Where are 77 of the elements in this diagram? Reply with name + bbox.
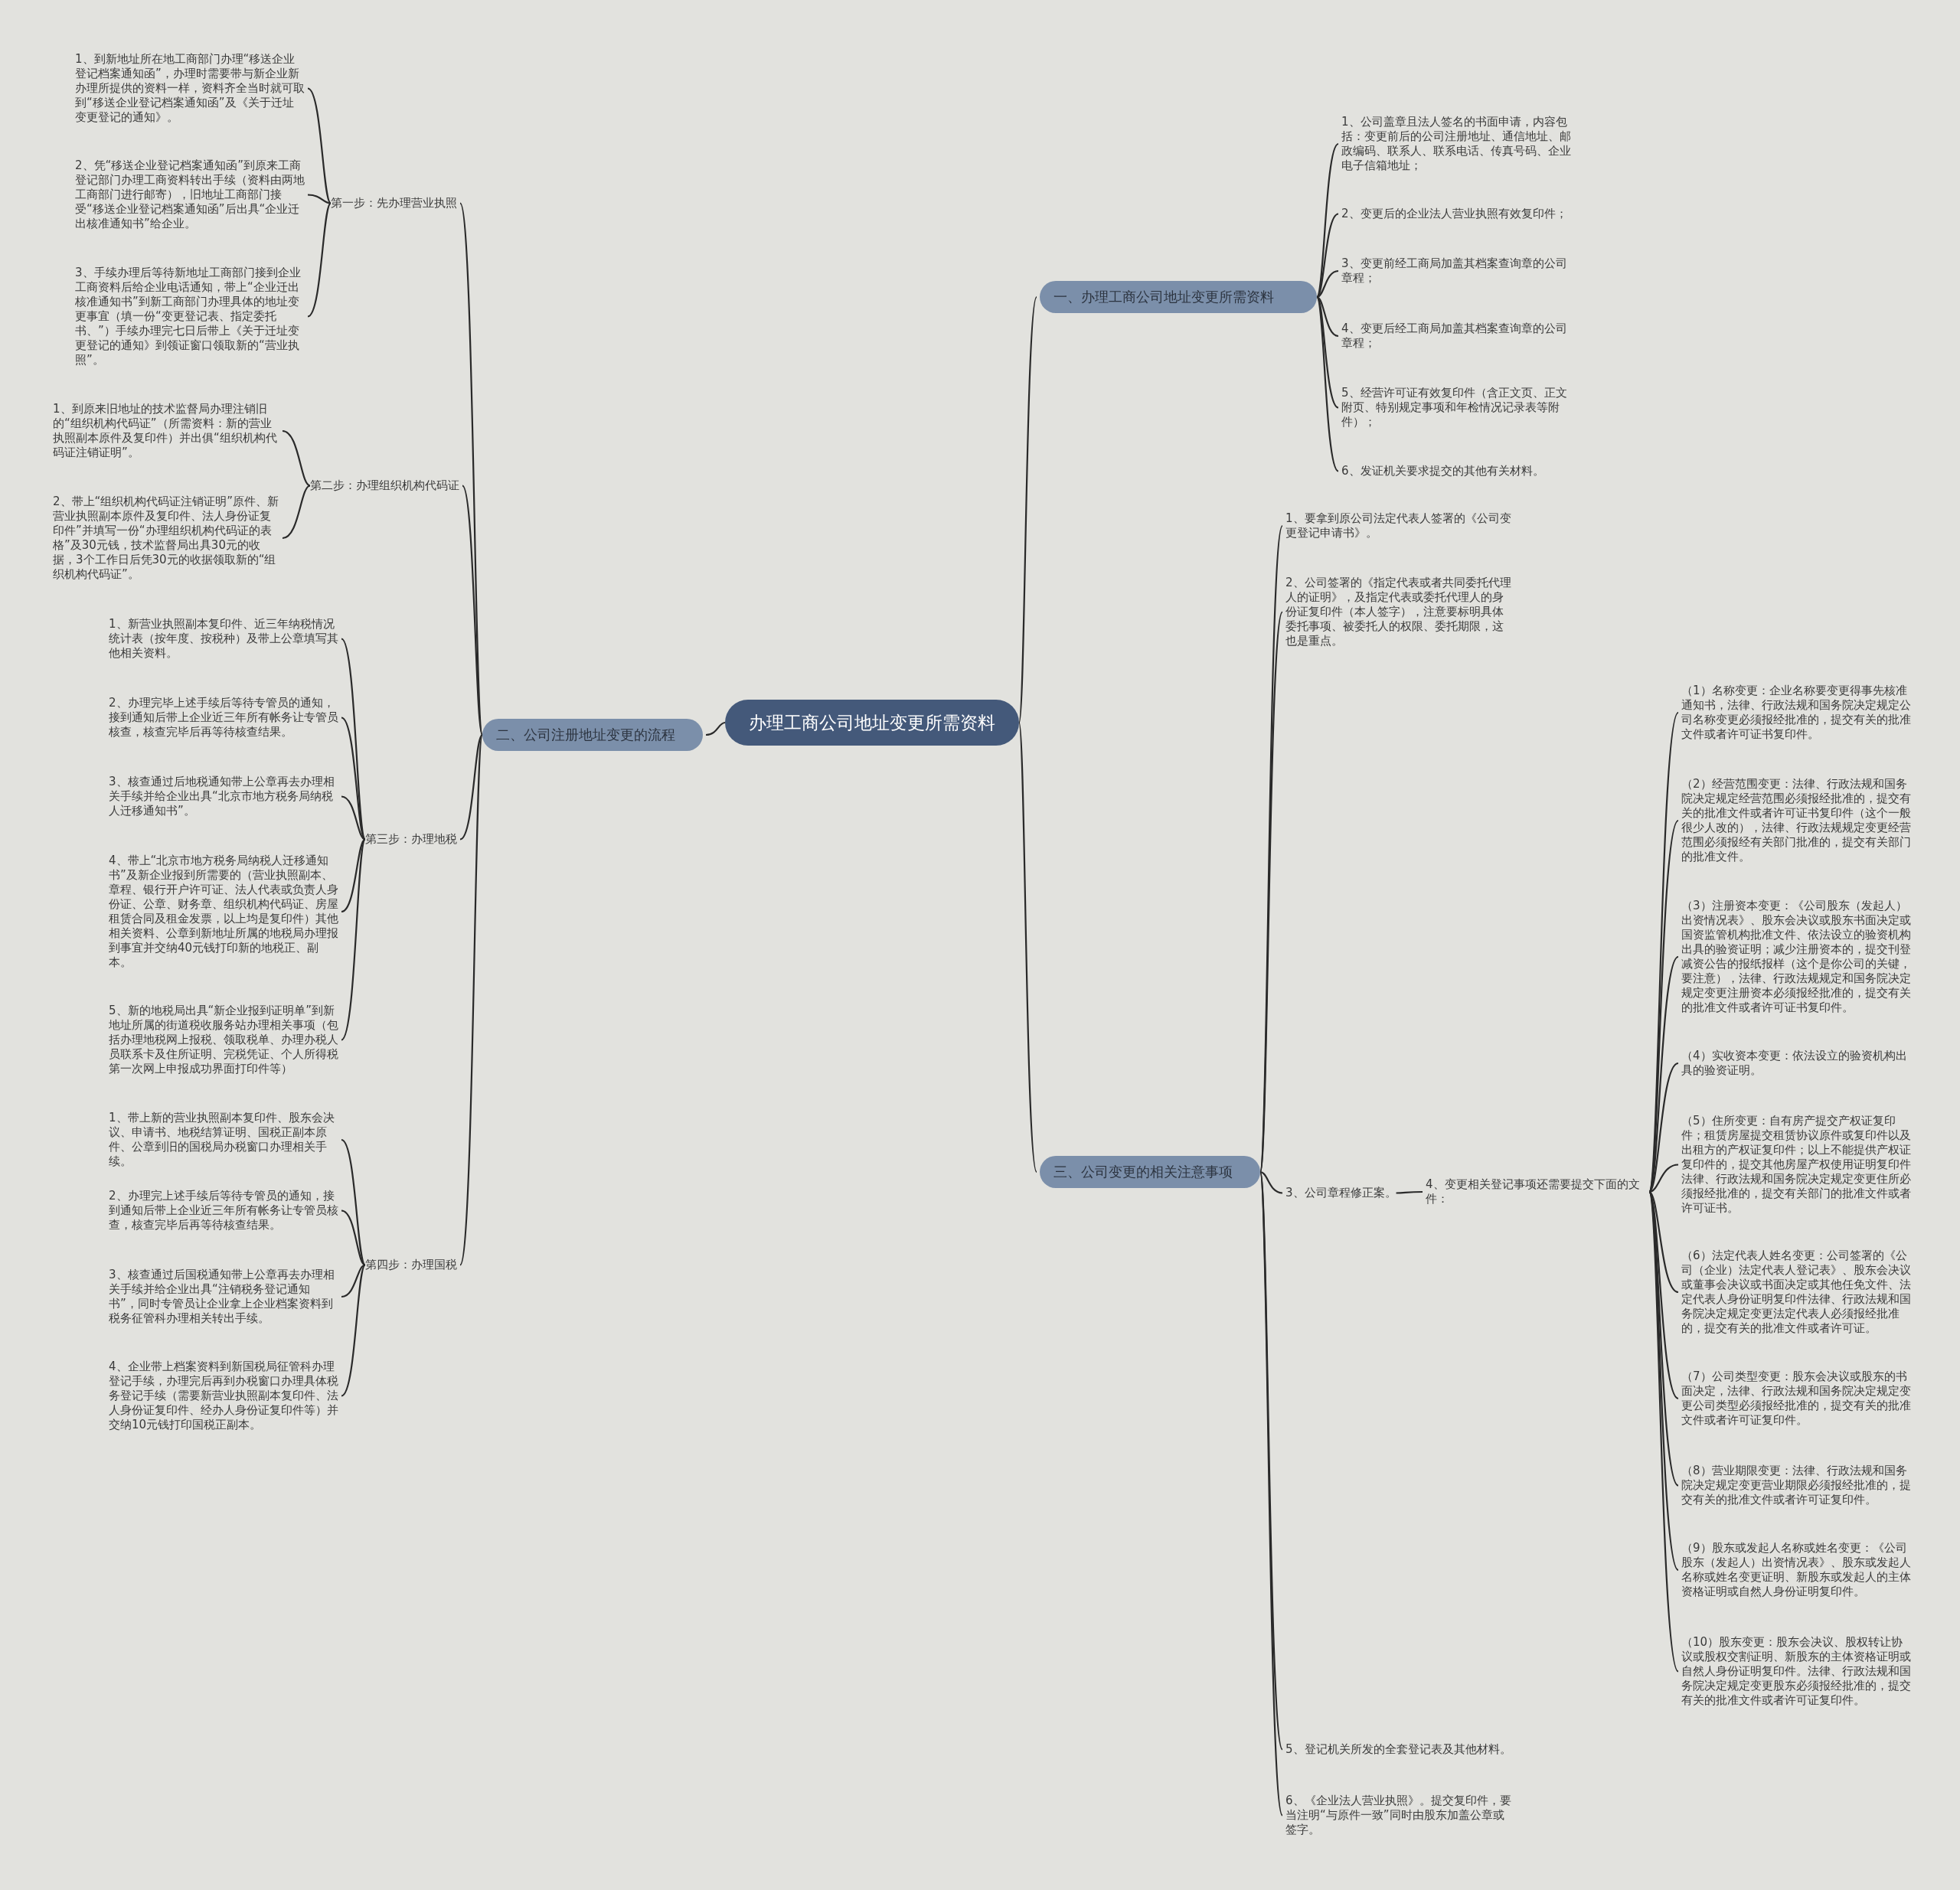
note-text: （8）营业期限变更：法律、行政法规和国务院决定规定变更营业期限必须报经批准的，提交有关的批准文件或者许可证复印件。: [1681, 1464, 1911, 1507]
connector-line: [307, 194, 332, 204]
connector-line: [282, 485, 311, 540]
note-text: 5、经营许可证有效复印件（含正文页、正文附页、特别规定事项和年检情况记录表等附件）；: [1341, 386, 1571, 429]
connector-line: [1018, 722, 1038, 1173]
connector-line: [705, 721, 726, 736]
subtopic-text: 第一步：先办理营业执照: [331, 196, 457, 211]
connector-line: [1316, 296, 1339, 472]
note-text: （4）实收资本变更：依法设立的验资机构出具的验资证明。: [1681, 1049, 1911, 1078]
topic-box: 三、公司变更的相关注意事项: [1040, 1156, 1260, 1188]
connector-line: [341, 717, 366, 841]
note-text: 1、带上新的营业执照副本复印件、股东会决议、申请书、地税结算证明、国税正副本原件、公章到旧的国税局办税窗口办理相关手续。: [109, 1111, 338, 1169]
note-text: （3）注册资本变更：《公司股东（发起人）出资情况表》、股东会决议或股东书面决定或国资监管机构批准文件、依法设立的验资机构出具的验资证明；减少注册资本的，提交刊登减资公告的报纸报样（这个是你公司的关键，要注意），法律、行政法规规定和国务院决定规定变更注册资本必须报经批准的，提交有关的批准文件或者许可证书复印件。: [1681, 899, 1911, 1015]
note-text: 1、新营业执照副本复印件、近三年纳税情况统计表（按年度、按税种）及带上公章填写其他相关资料。: [109, 617, 338, 661]
connector-line: [1018, 296, 1038, 723]
connector-line: [1648, 1191, 1679, 1672]
connector-line: [459, 734, 483, 841]
topic-box: 二、公司注册地址变更的流程: [482, 719, 703, 751]
connector-line: [341, 838, 366, 912]
note-text: 1、要拿到原公司法定代表人签署的《公司变更登记申请书》。: [1285, 511, 1512, 540]
connector-line: [341, 795, 366, 841]
subtopic-text: 第三步：办理地税: [365, 832, 457, 847]
note-text: 4、变更后经工商局加盖其档案查询章的公司章程；: [1341, 322, 1571, 351]
connector-line: [459, 734, 484, 1265]
connector-line: [459, 203, 484, 736]
note-text: 4、带上“北京市地方税务局纳税人迁移通知书”及新企业报到所需要的（营业执照副本、章程、银行开户许可证、法人代表或负责人身份证、公章、财务章、组织机构代码证、房屋租赁合同及租金发票，以上均是复印件）其他相关资料、公章到新地址所属的地税局办理报到事宜并交纳40元钱打印新的地税正、副本。: [109, 854, 338, 970]
note-text: （9）股东或发起人名称或姓名变更：《公司股东（发起人）出资情况表》、股东或发起人名称或姓名变更证明、新股东或发起人的主体资格证明或自然人身份证明复印件。: [1681, 1541, 1911, 1599]
connector-line: [341, 1264, 366, 1397]
central-topic-box: 办理工商公司地址变更所需资料: [725, 700, 1019, 746]
note-text: 6、《企业法人营业执照》。提交复印件，要当注明“与原件一致”同时由股东加盖公章或签字。: [1285, 1794, 1515, 1837]
note-text: （2）经营范围变更：法律、行政法规和国务院决定规定经营范围必须报经批准的，提交有关的批准文件或者许可证书复印件（这个一般很少人改的），法律、行政法规规定变更经营范围必须报经有关部门批准的，提交有关部门的批准文件。: [1681, 777, 1911, 864]
connector-line: [341, 1264, 366, 1298]
note-text: 2、公司签署的《指定代表或者共同委托代理人的证明》，及指定代表或委托代理人的身份证复印件（本人签字），注意要标明具体委托事项、被委托人的权限、委托期限，这也是重点。: [1285, 576, 1512, 648]
connector-line: [1648, 956, 1679, 1193]
connector-line: [1648, 1191, 1679, 1487]
note-text: 3、变更前经工商局加盖其档案查询章的公司章程；: [1341, 256, 1571, 286]
note-text: 3、核查通过后地税通知带上公章再去办理相关手续并给企业出具“北京市地方税务局纳税人迁移通知书”。: [109, 775, 338, 818]
connector-line: [282, 429, 311, 487]
note-text: 2、办理完上述手续后等待专管员的通知，接到通知后带上企业近三年所有帐务让专管员核查，核查完毕后再等待核查结果。: [109, 1189, 338, 1232]
subtopic-text: 第四步：办理国税: [365, 1258, 457, 1272]
subtopic-text: 3、公司章程修正案。: [1285, 1186, 1396, 1200]
note-text: 3、手续办理后等待新地址工商部门接到企业工商资料后给企业电话通知，带上“企业迁出核准通知书”到新工商部门办理具体的地址变更事宜（填一份“变更登记表、指定委托书、”）手续办理完七日后带上《关于迁址变更登记的通知》到领证窗口领取新的“营业执照”。: [75, 266, 305, 367]
note-text: 5、新的地税局出具“新企业报到证明单”到新地址所属的街道税收服务站办理相关事项（包括办理地税网上报税、领取税单、办理办税人员联系卡及住所证明、完税凭证、个人所得税第一次网上申报成功界面打印件等）: [109, 1004, 338, 1076]
note-text: 4、变更相关登记事项还需要提交下面的文件：: [1426, 1177, 1649, 1206]
topic-box: 一、办理工商公司地址变更所需资料: [1040, 281, 1317, 313]
note-text: 2、凭“移送企业登记档案通知函”到原来工商登记部门办理工商资料转出手续（资料由两地工商部门进行邮寄），旧地址工商部门接受“移送企业登记档案通知函”后出具“企业迁出核准通知书”给企业。: [75, 158, 305, 231]
note-text: 2、变更后的企业法人营业执照有效复印件；: [1341, 207, 1571, 221]
subtopic-text: 第二步：办理组织机构代码证: [310, 478, 459, 493]
connector-line: [1648, 1191, 1679, 1293]
connector-line: [1396, 1190, 1423, 1194]
note-text: （10）股东变更：股东会决议、股权转让协议或股权交割证明、新股东的主体资格证明或自然人身份证明复印件。法律、行政法规和国务院决定规定变更股东必须报经批准的，提交有关的批准文件或者许可证复印件。: [1681, 1635, 1911, 1708]
connector-line: [1648, 1164, 1679, 1193]
connector-line: [1648, 1063, 1679, 1193]
note-text: 1、到原来旧地址的技术监督局办理注销旧的“组织机构代码证”（所需资料：新的营业执照副本原件及复印件）并出俱“组织机构代码证注销证明”。: [53, 402, 279, 460]
connector-line: [462, 485, 484, 736]
connector-line: [341, 1139, 366, 1266]
note-text: （6）法定代表人姓名变更：公司签署的《公司（企业）法定代表人登记表》、股东会决议或董事会决议或书面决定或其他任免文件、法定代表人身份证明复印件法律、行政法规和国务院决定规定变更法定代表人必须报经批准的，提交有关的批准文件或者许可证。: [1681, 1249, 1911, 1336]
note-text: 2、办理完毕上述手续后等待专管员的通知，接到通知后带上企业近三年所有帐务让专管员核查，核查完毕后再等待核查结果。: [109, 696, 338, 739]
connector-line: [307, 87, 332, 204]
connector-line: [341, 839, 366, 1041]
note-text: 2、带上“组织机构代码证注销证明”原件、新营业执照副本原件及复印件、法人身份证复印件”并填写一份“办理组织机构代码证的表格”及30元钱，技术监督局出具30元的收据，3个工作日后凭30元的收据领取新的“组织机构代码证”。: [53, 495, 279, 582]
note-text: （7）公司类型变更：股东会决议或股东的书面决定，法律、行政法规和国务院决定规定变更公司类型必须报经批准的，提交有关的批准文件或者许可证复印件。: [1681, 1369, 1911, 1428]
note-text: 3、核查通过后国税通知带上公章再去办理相关手续并给企业出具“注销税务登记通知书”，同时专管员让企业拿上企业档案资料到税务征管科办理相关转出手续。: [109, 1268, 338, 1326]
note-text: 6、发证机关要求提交的其他有关材料。: [1341, 464, 1571, 478]
connector-line: [1316, 296, 1339, 338]
connector-line: [1316, 213, 1339, 298]
note-text: 1、公司盖章且法人签名的书面申请，内容包括：变更前后的公司注册地址、通信地址、邮政编码、联系人、联系电话、传真号码、企业电子信箱地址；: [1341, 115, 1571, 173]
note-text: 4、企业带上档案资料到新国税局征管科办理登记手续，办理完后再到办税窗口办理具体税务登记手续（需要新营业执照副本复印件、法人身份证复印件、经办人身份证复印件等）并交纳10元钱打印国税正副本。: [109, 1360, 338, 1432]
connector-line: [1648, 820, 1679, 1193]
note-text: （1）名称变更：企业名称要变更得事先核准通知书，法律、行政法规和国务院决定规定公司名称变更必须报经批准的，提交有关的批准文件或者许可证书复印件。: [1681, 684, 1911, 742]
connector-line: [307, 202, 332, 318]
note-text: 5、登记机关所发的全套登记表及其他材料。: [1285, 1742, 1538, 1757]
connector-line: [341, 1209, 366, 1266]
note-text: （5）住所变更：自有房产提交产权证复印件；租赁房屋提交租赁协议原件或复印件以及出租方的产权证复印件；以上不能提供产权证复印件的，提交其他房屋产权使用证明复印件法律、行政法规和国务院决定规定变更住所必须报经批准的，提交有关部门的批准文件或者许可证书。: [1681, 1114, 1911, 1216]
note-text: 1、到新地址所在地工商部门办理“移送企业登记档案通知函”，办理时需要带与新企业新办理所提供的资料一样，资料齐全当时就可取到“移送企业登记档案通知函”及《关于迁址变更登记的通知》。: [75, 52, 305, 125]
connector-line: [1316, 269, 1339, 299]
connector-line: [1259, 1170, 1283, 1194]
